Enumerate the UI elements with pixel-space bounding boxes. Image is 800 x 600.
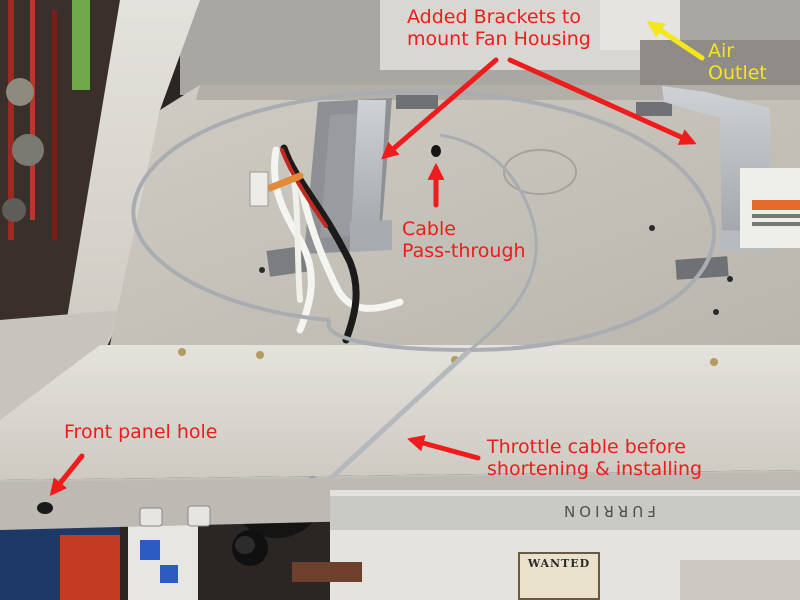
annotation-line: Front panel hole	[64, 421, 218, 443]
annotation-line: Outlet	[708, 62, 767, 85]
arrow-front-hole	[49, 453, 85, 496]
front-panel	[0, 472, 800, 530]
recess-circle	[503, 149, 577, 195]
brand-text: FURRION	[560, 502, 656, 520]
inner-tray	[110, 85, 800, 345]
annotation-brackets: Added Brackets to mount Fan Housing	[407, 6, 591, 51]
arrow-throttle	[407, 434, 481, 461]
annotation-line: Added Brackets to	[407, 6, 581, 28]
annotation-line: Throttle cable before	[487, 436, 686, 458]
annotation-line: Cable	[402, 218, 456, 240]
annotation-arrows	[49, 21, 705, 496]
wanted-sign: WANTED	[518, 552, 600, 600]
arrow-bracket-right	[507, 57, 697, 145]
arrow-air-outlet	[646, 21, 705, 61]
wire-bundle	[249, 144, 404, 344]
cabinet-back	[180, 0, 800, 100]
warning-sticker	[740, 168, 800, 248]
sign-text: WANTED	[527, 557, 591, 570]
arrow-bracket-left	[381, 57, 499, 160]
annotation-line: shortening & installing	[487, 458, 703, 481]
annotation-front-hole: Front panel hole	[64, 421, 217, 443]
annotation-line: Pass-through	[402, 240, 526, 263]
annotation-throttle: Throttle cable before shortening & insta…	[487, 436, 702, 481]
annotation-line: Air	[708, 40, 735, 62]
annotation-cable-pass: Cable Pass-through	[402, 218, 526, 263]
throttle-cable	[131, 89, 716, 492]
tray-holes	[178, 145, 733, 366]
annotation-air-outlet: Air Outlet	[708, 40, 767, 85]
annotation-line: mount Fan Housing	[407, 28, 591, 51]
